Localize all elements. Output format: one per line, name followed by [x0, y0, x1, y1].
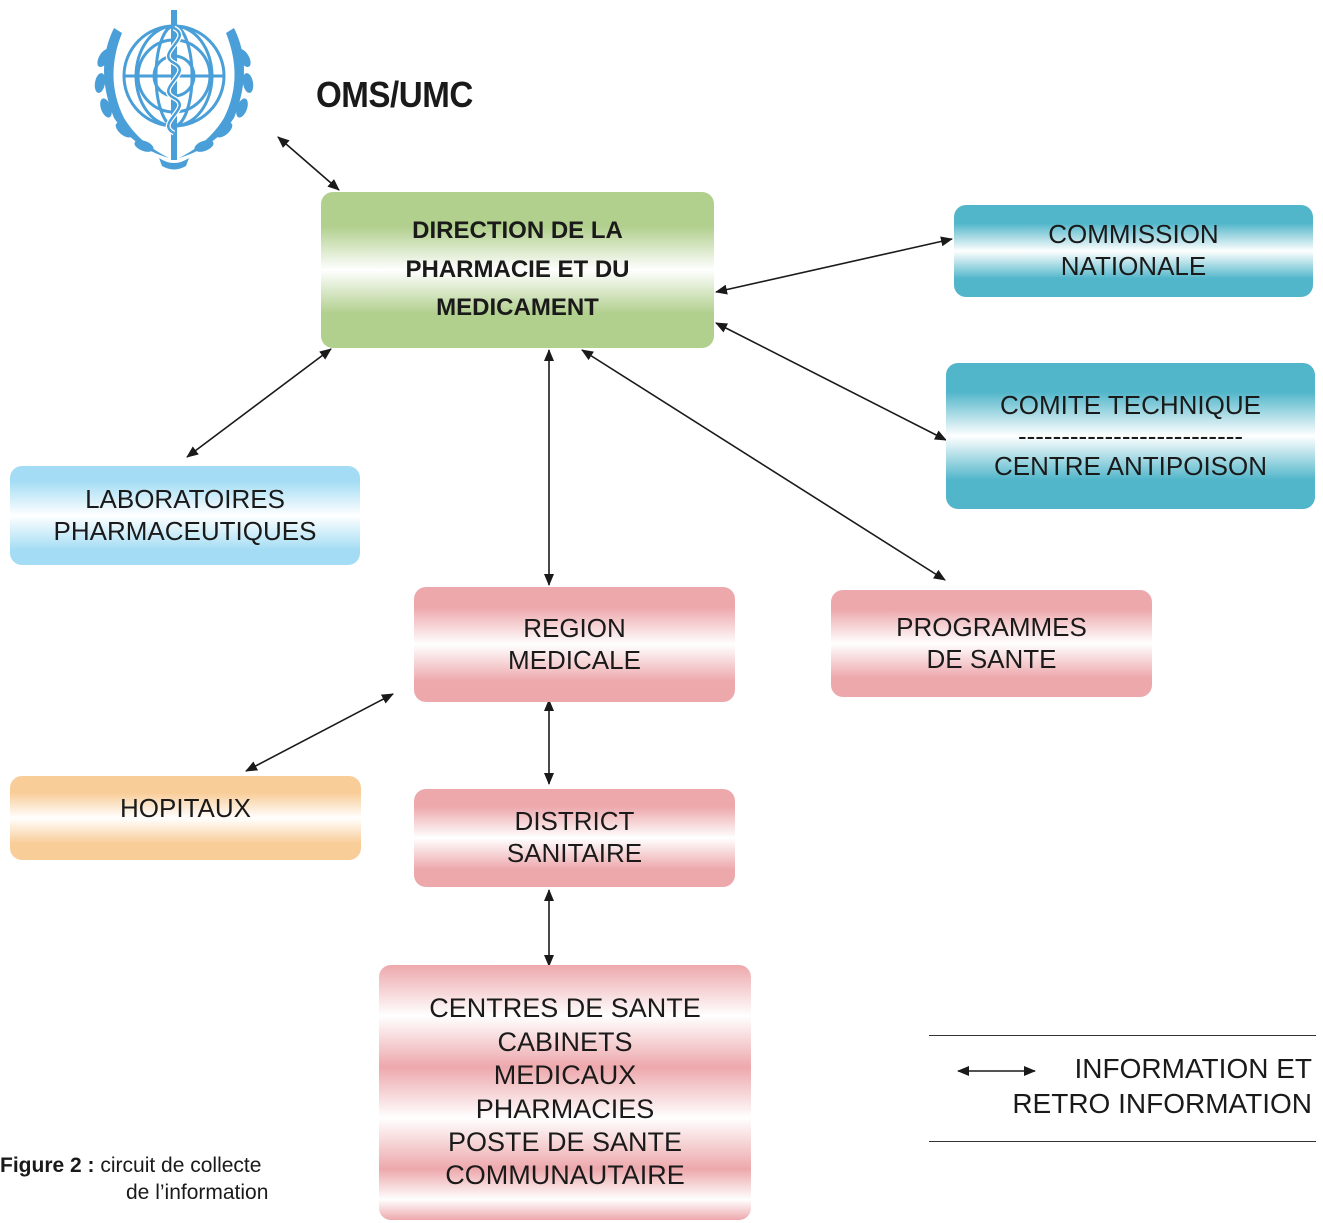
legend-line: RETRO INFORMATION [1012, 1088, 1312, 1119]
node-laboratoires: LABORATOIRES PHARMACEUTIQUES [10, 466, 360, 565]
arrow-region-hopitaux [245, 693, 394, 772]
node-line: DE SANTE [926, 643, 1057, 674]
legend-bottom-rule [929, 1141, 1316, 1142]
node-line: SANITAIRE [506, 838, 643, 868]
node-direction-pharmacie: DIRECTION DE LA PHARMACIE ET DU MEDICAME… [321, 192, 714, 348]
node-line: COMITE TECHNIQUE [1000, 389, 1261, 420]
node-comite-technique: COMITE TECHNIQUE -----------------------… [946, 363, 1315, 509]
node-line: DISTRICT [514, 806, 635, 837]
arrow-dpm-programmes [581, 349, 946, 581]
node-line: CENTRE ANTIPOISON [993, 451, 1268, 482]
caption-line: circuit de collecte [100, 1154, 262, 1177]
legend-line: INFORMATION ET [1074, 1053, 1312, 1084]
node-line: MEDICALE [508, 644, 641, 675]
arrow-dpm-comite [715, 322, 947, 441]
node-line: CABINETS [497, 1026, 633, 1057]
arrow-dpm-commission [715, 236, 953, 295]
node-line: MEDICAUX [493, 1060, 637, 1091]
figure-caption: Figure 2 : circuit de collecte de l’info… [0, 1152, 330, 1207]
caption-line: de l’information [126, 1181, 269, 1205]
node-line: NATIONALE [1060, 251, 1207, 281]
node-line: PHARMACEUTIQUES [53, 515, 317, 546]
arrow-oms-dpm [277, 136, 340, 191]
node-line: PHARMACIES [475, 1093, 655, 1124]
node-line: CENTRES DE SANTE [429, 993, 701, 1024]
node-region-medicale: REGION MEDICALE [414, 587, 735, 702]
legend-text: INFORMATION ET RETRO INFORMATION [960, 1051, 1312, 1121]
node-line: MEDICAMENT [436, 294, 599, 322]
node-line: REGION [523, 612, 626, 643]
node-line: LABORATOIRES [85, 483, 285, 514]
node-line: COMMISSION [1048, 219, 1219, 250]
node-line: PROGRAMMES [896, 611, 1087, 642]
node-line: DIRECTION DE LA [412, 217, 623, 245]
node-line: COMMUNAUTAIRE [445, 1160, 685, 1191]
arrow-dpm-labo [186, 348, 332, 458]
legend-top-rule [929, 1035, 1316, 1036]
node-line: PHARMACIE ET DU [405, 255, 630, 283]
node-centres-sante: CENTRES DE SANTE CABINETS MEDICAUX PHARM… [379, 965, 751, 1220]
who-emblem-icon [94, 10, 254, 170]
node-commission-nationale: COMMISSION NATIONALE [954, 205, 1313, 297]
caption-label: Figure 2 : [0, 1154, 95, 1177]
node-district-sanitaire: DISTRICT SANITAIRE [414, 789, 735, 887]
node-hopitaux: HOPITAUX [10, 776, 361, 860]
node-line: HOPITAUX [120, 793, 251, 824]
node-programmes-sante: PROGRAMMES DE SANTE [831, 590, 1152, 697]
node-line: POSTE DE SANTE [447, 1126, 683, 1157]
org-title: OMS/UMC [316, 74, 473, 115]
node-divider: -------------------------- [1017, 420, 1244, 451]
